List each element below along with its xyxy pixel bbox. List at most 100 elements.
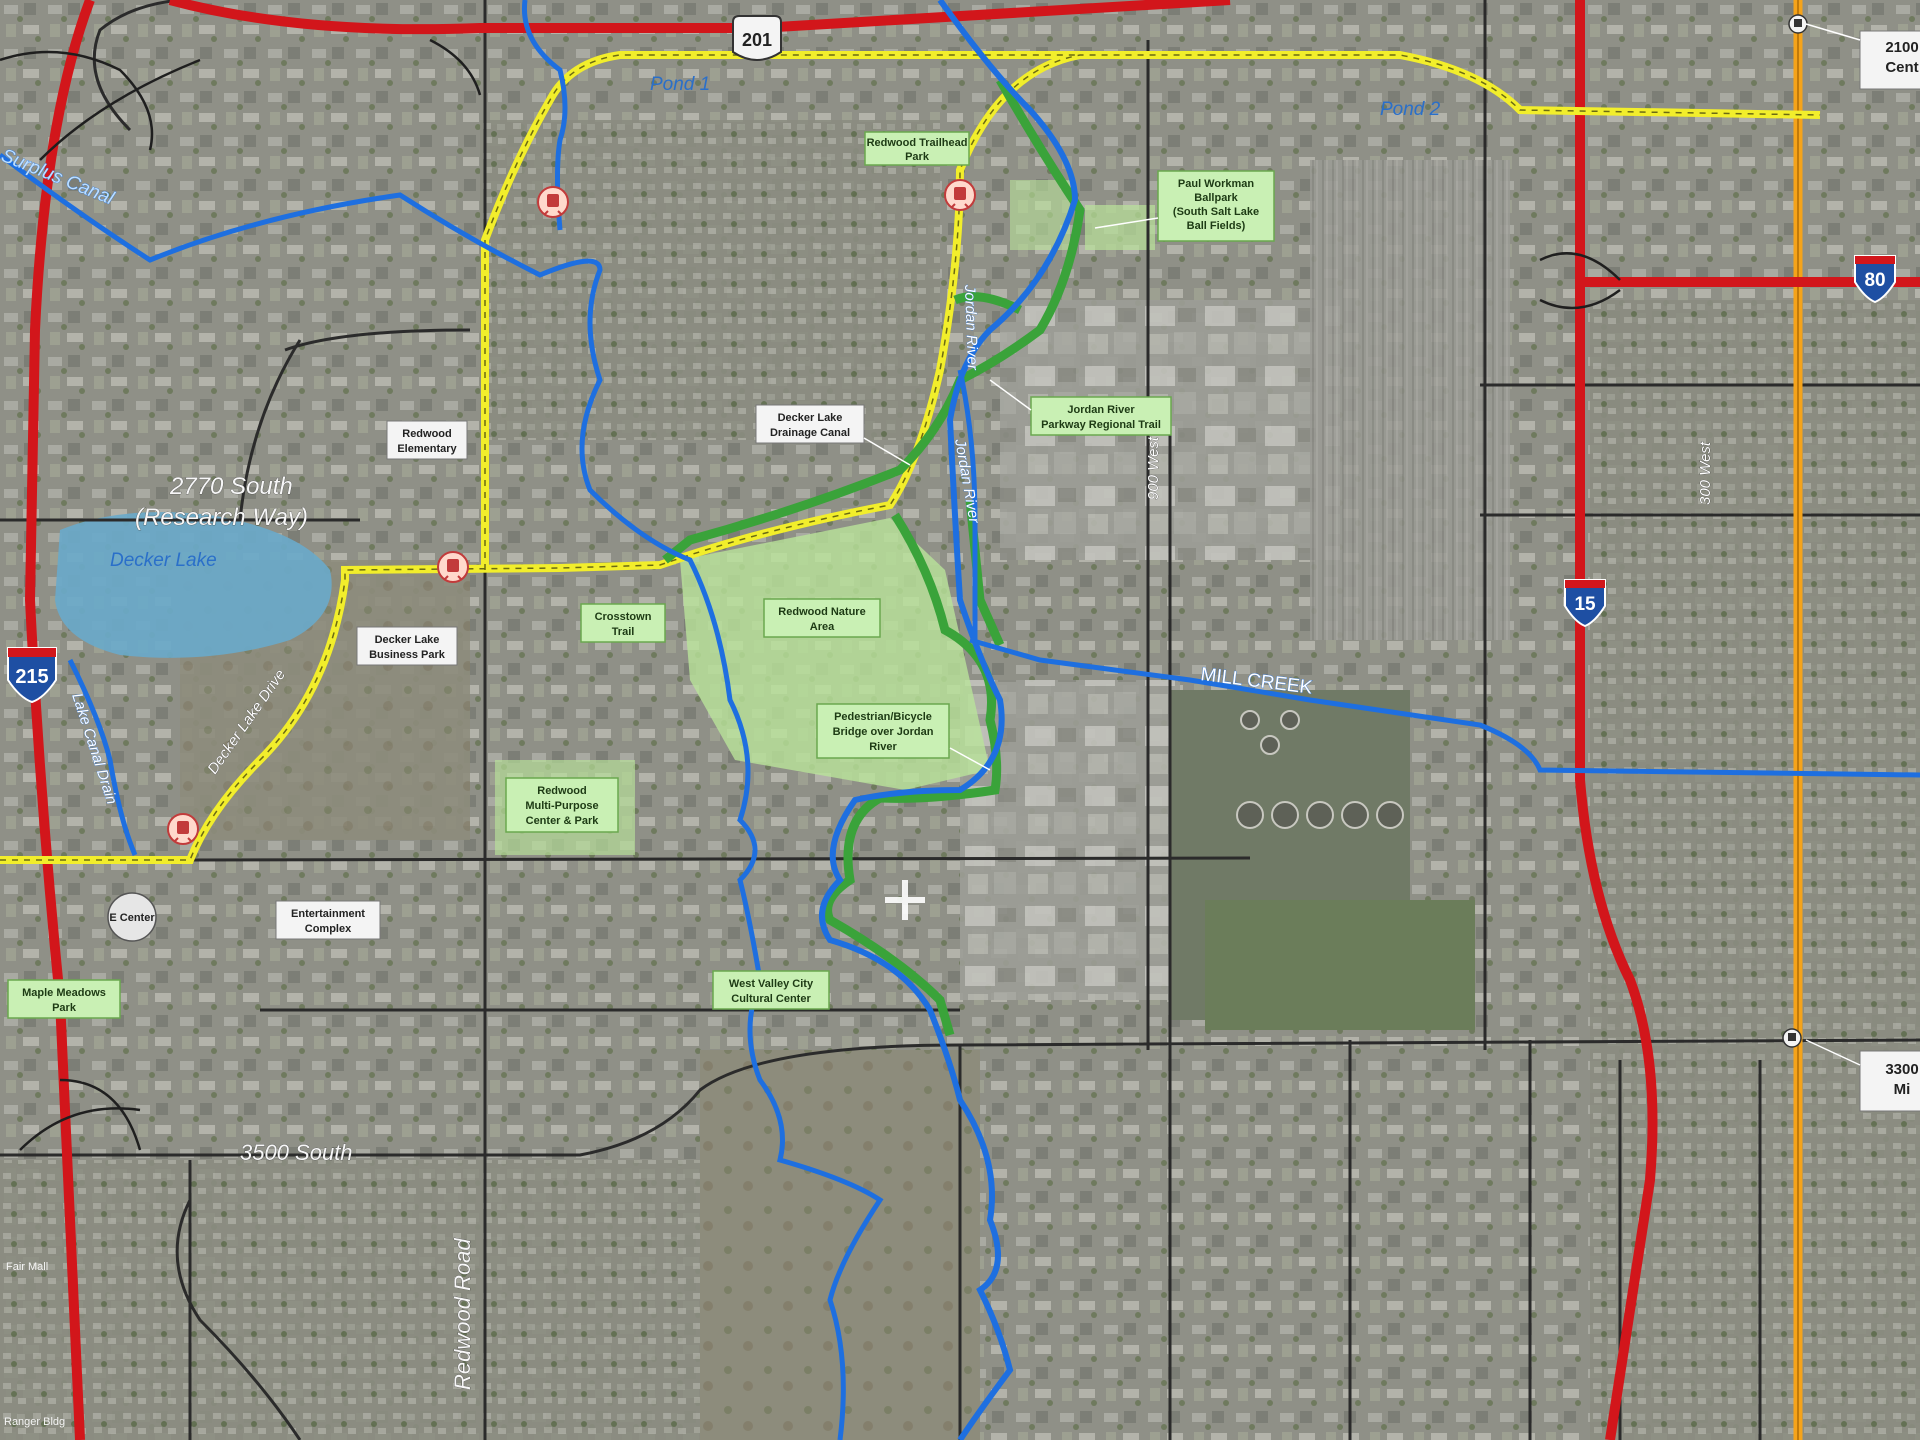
label-line: Center & Park bbox=[526, 815, 600, 827]
decker-channel[interactable] bbox=[521, 0, 568, 231]
shield-i15-icon: 15 bbox=[1564, 579, 1606, 628]
surplus-canal[interactable] bbox=[0, 152, 884, 1440]
i-215[interactable] bbox=[24, 0, 95, 1440]
mill-creek[interactable] bbox=[969, 637, 1920, 778]
trax-station-icon[interactable] bbox=[167, 813, 199, 845]
label-line: Business Park bbox=[369, 649, 446, 661]
label-line: Drainage Canal bbox=[770, 427, 850, 439]
shield-i80-label: 80 bbox=[1864, 270, 1885, 291]
label-900-west: 900 West bbox=[1145, 436, 1162, 500]
leader-line bbox=[949, 747, 991, 771]
label-entertainment-complex: Entertainment Complex bbox=[275, 900, 381, 940]
label-line: Pedestrian/Bicycle bbox=[834, 711, 932, 723]
lake-canal-drain[interactable] bbox=[67, 658, 138, 856]
label-line: Complex bbox=[305, 923, 352, 935]
label-line: Area bbox=[810, 621, 835, 633]
treatment-tanks bbox=[1236, 710, 1404, 829]
shield-i15-label: 15 bbox=[1574, 594, 1596, 615]
shield-i215-icon: 215 bbox=[7, 647, 57, 704]
interstate-highways[interactable] bbox=[24, 0, 1920, 1440]
leader-line bbox=[1805, 23, 1861, 41]
label-line: Entertainment bbox=[291, 908, 365, 920]
bus-stop-icon[interactable] bbox=[1788, 14, 1808, 34]
bridge-marker-icon bbox=[885, 880, 925, 920]
trax-station-icon[interactable] bbox=[437, 551, 469, 583]
label-2100-central: 2100 Cent bbox=[1859, 30, 1920, 90]
trax-station-icon[interactable] bbox=[537, 186, 569, 218]
residential-area-south bbox=[0, 1160, 760, 1440]
jordan-river[interactable] bbox=[819, 0, 1079, 1440]
trax-stations[interactable] bbox=[167, 179, 976, 845]
leader-line bbox=[1094, 217, 1159, 229]
label-3500-south: 3500 South bbox=[240, 1140, 353, 1165]
label-line: River bbox=[869, 741, 897, 753]
open-field bbox=[700, 1050, 980, 1440]
label-line: Bridge over Jordan bbox=[833, 726, 934, 738]
label-line: Cent bbox=[1885, 59, 1918, 76]
label-line: Decker Lake bbox=[778, 412, 843, 424]
label-line: Parkway Regional Trail bbox=[1041, 419, 1161, 431]
label-redwood-trailhead-park: Redwood Trailhead Park bbox=[864, 131, 970, 166]
residential-area-center bbox=[480, 120, 940, 440]
label-redwood-elementary: Redwood Elementary bbox=[386, 420, 468, 460]
label-line: Maple Meadows bbox=[22, 987, 106, 999]
label-pond1: Pond 1 bbox=[650, 74, 710, 95]
label-redwood-nature-area: Redwood Nature Area bbox=[763, 598, 881, 638]
label-research-way: (Research Way) bbox=[135, 504, 308, 531]
e-center-icon[interactable]: E Center bbox=[107, 892, 157, 942]
label-line: Crosstown bbox=[595, 611, 652, 623]
rail-yard bbox=[1310, 160, 1510, 640]
label-line: Multi-Purpose bbox=[525, 800, 598, 812]
trax-light-rail[interactable] bbox=[0, 51, 1821, 864]
label-e-center: E Center bbox=[109, 912, 155, 924]
decker-lake[interactable] bbox=[55, 512, 332, 658]
label-line: Trail bbox=[612, 626, 635, 638]
shield-sr201-label: 201 bbox=[742, 30, 772, 50]
bus-stop-icon[interactable] bbox=[1782, 1028, 1802, 1048]
label-line: (South Salt Lake bbox=[1173, 206, 1259, 218]
label-ped-bike-bridge: Pedestrian/Bicycle Bridge over Jordan Ri… bbox=[816, 703, 950, 759]
label-300-west: 300 West bbox=[1697, 441, 1714, 505]
label-line: Cultural Center bbox=[731, 993, 811, 1005]
leader-line bbox=[989, 379, 1032, 411]
label-line: Mi bbox=[1894, 1081, 1911, 1098]
label-decker-lake: Decker Lake bbox=[110, 550, 217, 571]
label-jordan-river-upper: Jordan River bbox=[961, 284, 981, 372]
shield-i80-icon: 80 bbox=[1854, 255, 1896, 304]
label-pond2: Pond 2 bbox=[1380, 99, 1441, 120]
label-line: West Valley City bbox=[729, 978, 814, 990]
label-west-valley-cultural-center: West Valley City Cultural Center bbox=[712, 970, 830, 1010]
label-redwood-road: Redwood Road bbox=[450, 1238, 475, 1390]
label-line: Redwood bbox=[402, 428, 452, 440]
label-line: 3300 bbox=[1885, 1061, 1918, 1078]
jordan-river-parkway-trail[interactable] bbox=[662, 77, 1085, 1037]
label-3300-south: 3300 Mi bbox=[1859, 1050, 1920, 1112]
label-line: Paul Workman bbox=[1178, 178, 1254, 190]
label-redwood-multipurpose-center: Redwood Multi-Purpose Center & Park bbox=[505, 777, 619, 833]
label-line: 2100 bbox=[1885, 39, 1918, 56]
label-jordan-river-parkway-trail: Jordan River Parkway Regional Trail bbox=[1030, 396, 1172, 436]
label-2770-south: 2770 South bbox=[169, 473, 293, 500]
trax-station-icon[interactable] bbox=[944, 179, 976, 211]
label-line: Ball Fields) bbox=[1187, 220, 1246, 232]
east-canal[interactable] bbox=[957, 369, 978, 640]
shield-i215-label: 215 bbox=[15, 666, 48, 688]
leader-line bbox=[863, 437, 911, 466]
sr-201[interactable] bbox=[168, 0, 1231, 35]
interchange-ramps bbox=[0, 38, 1621, 1151]
label-line: Redwood Trailhead bbox=[867, 137, 968, 149]
label-line: Redwood bbox=[537, 785, 587, 797]
label-line: Park bbox=[905, 151, 930, 163]
i-15[interactable] bbox=[1575, 0, 1658, 1440]
label-line: Elementary bbox=[397, 443, 457, 455]
green-treatment-field bbox=[1205, 900, 1475, 1030]
label-line: Ballpark bbox=[1194, 192, 1238, 204]
label-ranger-bldg: Ranger Bldg bbox=[4, 1416, 65, 1428]
shield-sr201-icon: 201 bbox=[732, 15, 782, 61]
residential-area-east bbox=[1590, 300, 1920, 1440]
label-decker-lake-drainage-canal: Decker Lake Drainage Canal bbox=[755, 404, 865, 444]
label-decker-lake-business-park: Decker Lake Business Park bbox=[356, 626, 458, 666]
label-fair-mall: Fair Mall bbox=[6, 1261, 48, 1273]
